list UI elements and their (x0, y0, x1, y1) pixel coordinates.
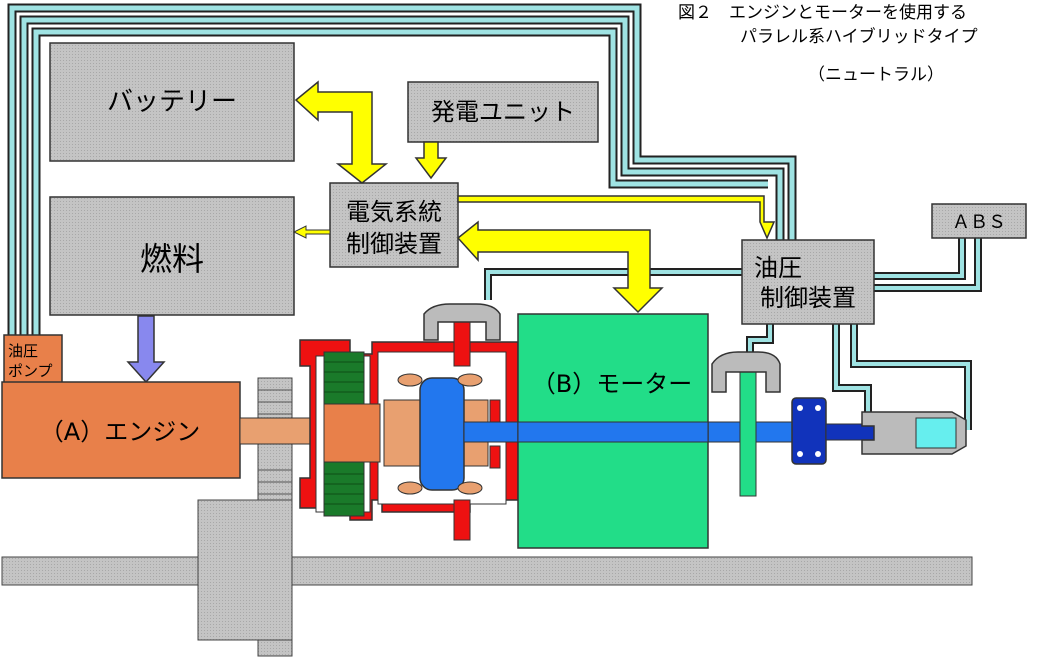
abs-box (931, 203, 1027, 239)
red-top-stem (453, 315, 471, 367)
oil-pump-box (3, 334, 63, 384)
battery-box (49, 42, 295, 162)
hydraulic-pipes (7, 3, 982, 430)
diagram-title-line2: パラレル系ハイブリッドタイプ (740, 26, 978, 47)
diagram-title-line3: （ニュートラル） (808, 65, 944, 85)
blue-gear (419, 377, 465, 491)
elec-ctrl-box (329, 182, 459, 268)
orange-hub (323, 403, 381, 463)
hyd-ctrl-box (741, 239, 875, 325)
oil-pump-label-1: 油圧 (8, 342, 38, 360)
elec-ctrl-label-1: 電気系統 (346, 198, 442, 226)
fuel-arrow (126, 315, 166, 384)
hyd-ctrl-label-2: 制御装置 (760, 284, 856, 312)
red-bottom-stem (453, 499, 471, 541)
generator-label: 発電ユニット (431, 98, 575, 126)
hyd-ctrl-label-1: 油圧 (754, 254, 802, 282)
abs-label: ＡＢＳ (952, 212, 1006, 233)
diagram-title-line1: 図２ エンジンとモーターを使用する (678, 2, 967, 23)
elec-to-fuel-arrow (292, 225, 331, 239)
right-clamp (711, 351, 781, 393)
fuel-label: 燃料 (140, 240, 204, 278)
engine-label: （A）エンジン (40, 418, 200, 446)
top-clamp (423, 303, 501, 341)
differential-block (197, 499, 293, 641)
oil-pump-label-2: ポンプ (8, 362, 53, 380)
motor-label: （B）モーター (532, 370, 692, 398)
elec-ctrl-label-2: 制御装置 (346, 230, 442, 258)
generator-box (407, 81, 599, 143)
right-clutch (739, 369, 757, 497)
axle-bar (1, 556, 973, 586)
battery-label: バッテリー (107, 87, 237, 117)
fuel-box (49, 196, 295, 316)
power-arrows (294, 80, 776, 314)
engine-box (1, 381, 241, 479)
